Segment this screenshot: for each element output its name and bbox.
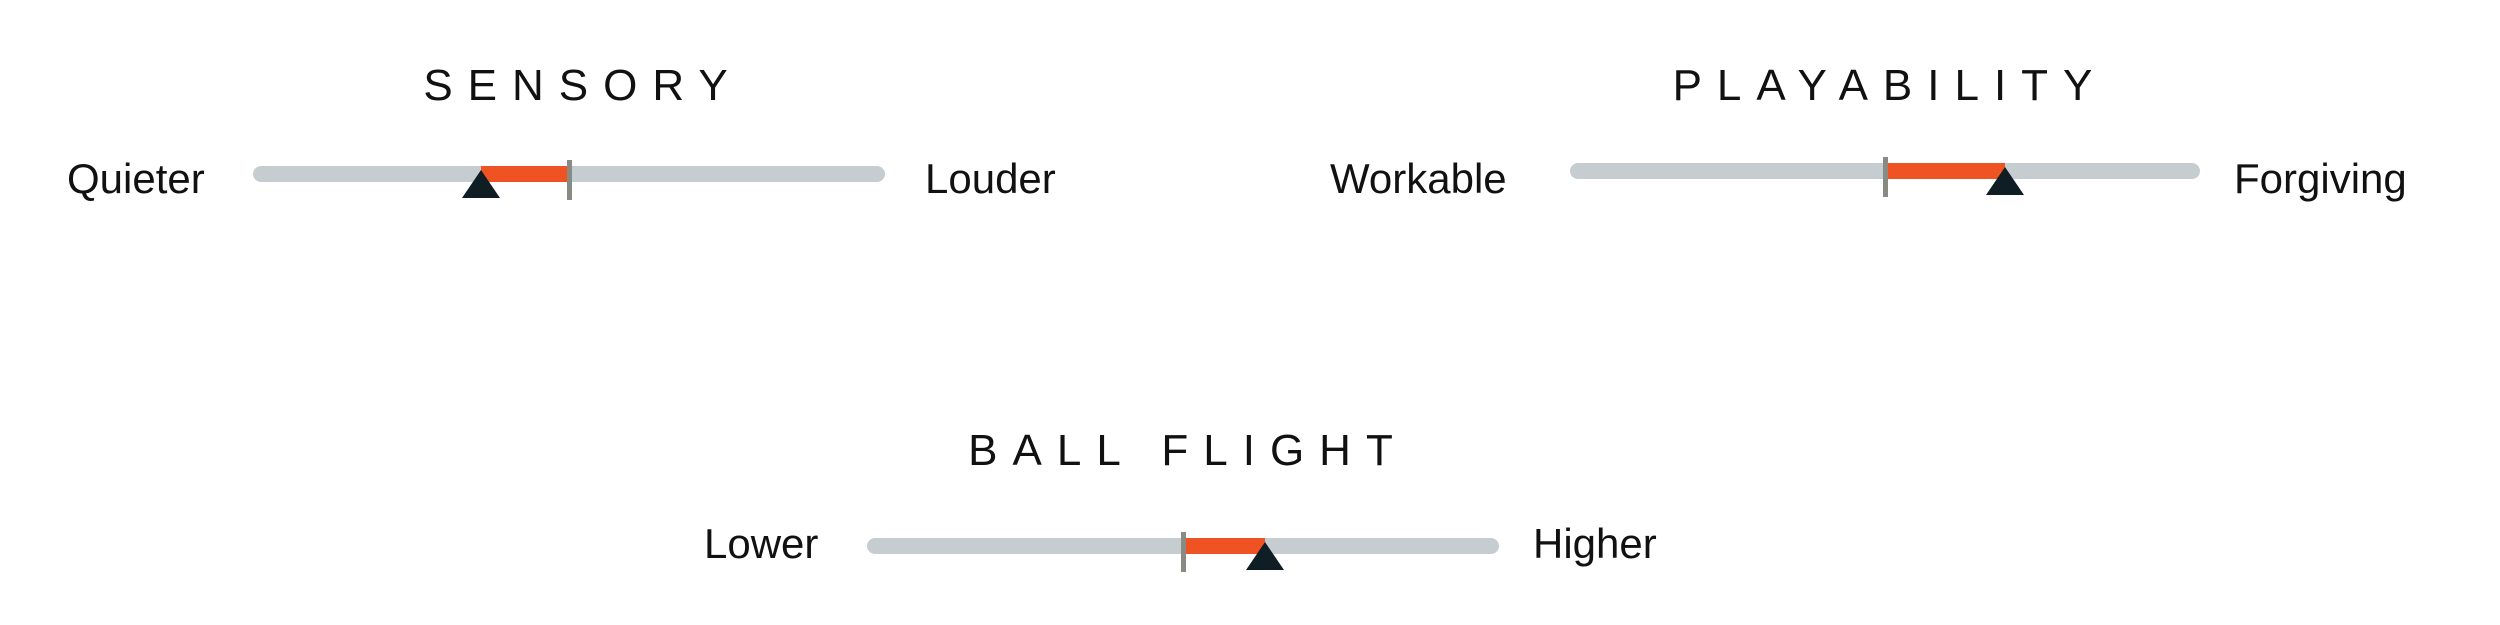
left-label: Workable [1330,155,1507,202]
midpoint-tick [1883,157,1888,197]
right-label: Louder [925,155,1056,202]
left-label: Lower [704,520,819,567]
scale-title: PLAYABILITY [1672,61,2108,110]
scale-title: SENSORY [423,61,743,110]
marker-triangle-icon [461,170,500,198]
scale-track [1570,157,2200,197]
right-label: Forgiving [2234,155,2407,202]
range-fill [1885,163,2005,179]
left-label: Quieter [67,155,205,202]
scale-track [867,532,1499,572]
scale-title: BALL FLIGHT [968,426,1408,475]
scale-track [253,160,885,200]
right-label: Higher [1533,520,1657,567]
midpoint-tick [567,160,572,200]
marker-triangle-icon [1985,167,2024,195]
range-fill [1183,538,1266,554]
midpoint-tick [1181,532,1186,572]
range-fill [480,166,569,182]
marker-triangle-icon [1246,542,1285,570]
